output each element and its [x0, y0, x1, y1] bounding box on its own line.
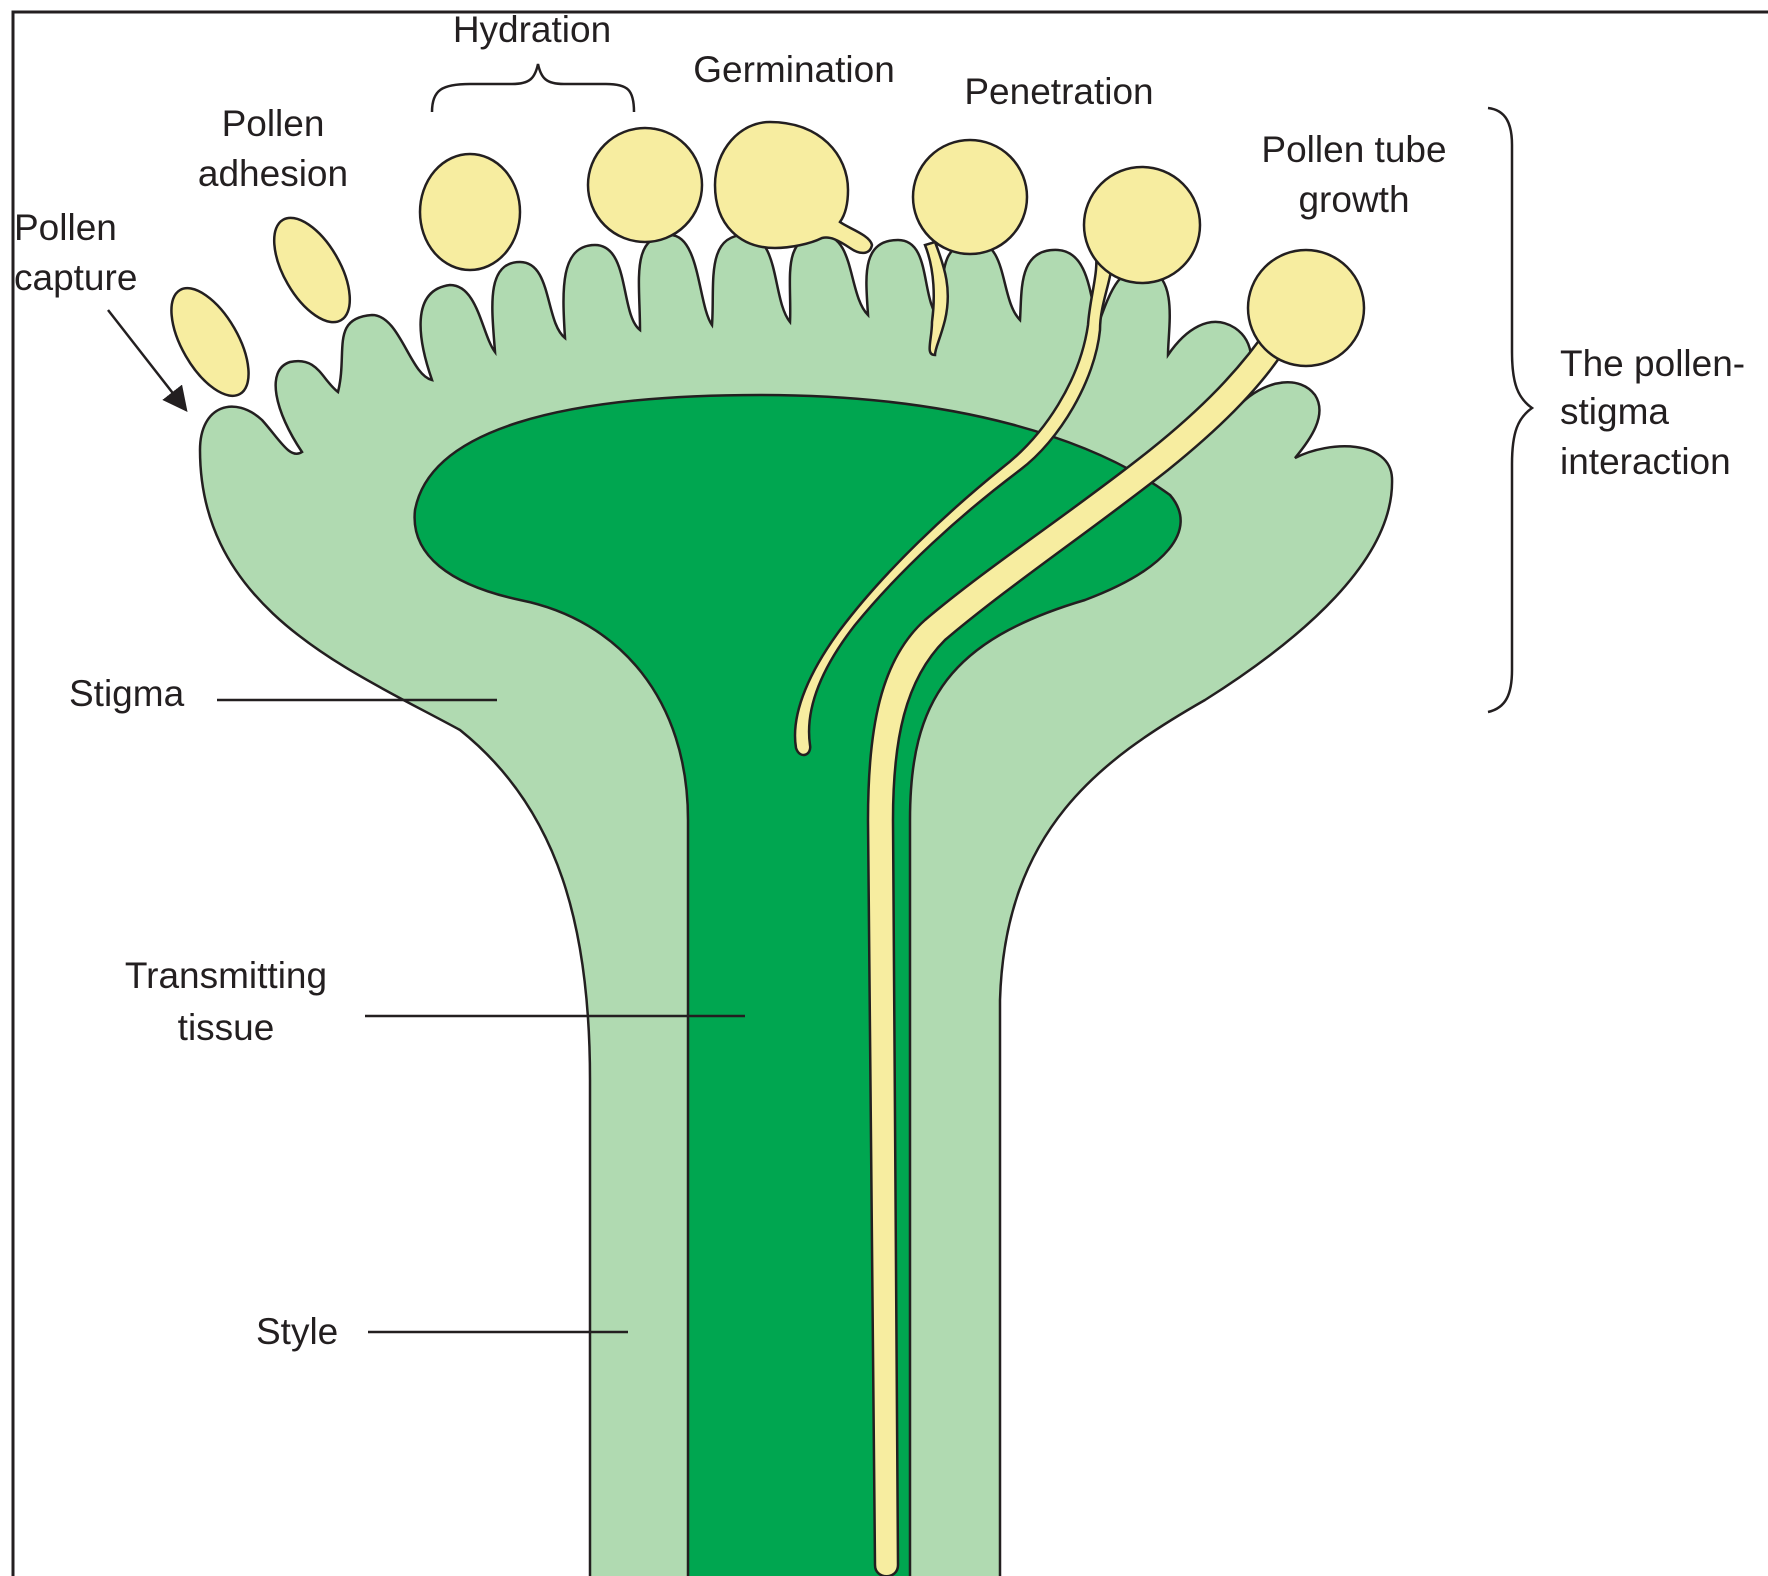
label-penetration: Penetration	[964, 71, 1153, 112]
label-hydration: Hydration	[453, 9, 611, 50]
interaction-bracket	[1488, 108, 1532, 712]
pollen-grain-hydration-1	[420, 154, 520, 270]
label-transmitting-tissue-line2: tissue	[178, 1007, 275, 1048]
label-stigma: Stigma	[69, 673, 185, 714]
pollen-grain-growth-2	[1248, 250, 1364, 366]
pollen-grain-penetration	[913, 140, 1027, 254]
pollen-grain-germination	[715, 122, 872, 253]
pollen-grain-adhesion	[259, 206, 365, 334]
label-transmitting-tissue-line1: Transmitting	[125, 955, 327, 996]
transmitting-tissue	[415, 395, 1181, 1576]
label-interaction-line2: stigma	[1560, 391, 1669, 432]
pollen-grain-capture	[156, 276, 264, 408]
label-interaction-line3: interaction	[1560, 441, 1731, 482]
label-pollen-adhesion-line2: adhesion	[198, 153, 348, 194]
hydration-bracket	[432, 64, 634, 112]
label-style: Style	[256, 1311, 338, 1352]
label-pollen-adhesion-line1: Pollen	[222, 103, 325, 144]
label-interaction-line1: The pollen-	[1560, 343, 1745, 384]
pollen-grain-growth-1	[1084, 167, 1200, 283]
label-pollen-tube-growth-line2: growth	[1298, 179, 1409, 220]
label-germination: Germination	[693, 49, 895, 90]
label-pollen-capture-line1: Pollen	[14, 207, 117, 248]
label-pollen-tube-growth-line1: Pollen tube	[1261, 129, 1446, 170]
label-pollen-capture-line2: capture	[14, 257, 137, 298]
pollen-grain-hydration-2	[588, 128, 702, 242]
